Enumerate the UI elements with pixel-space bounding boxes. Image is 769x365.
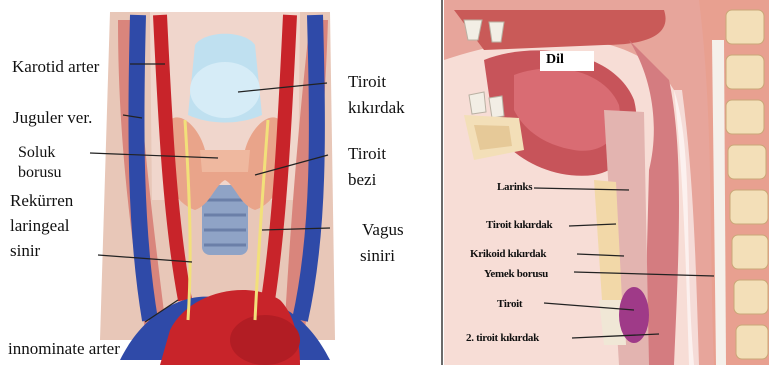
label-esophagus: Yemek borusu xyxy=(484,268,548,280)
label-second-thyroid-cartilage: 2. tiroit kıkırdak xyxy=(466,332,539,344)
label-thyroid-cartilage-right: Tiroit kıkırdak xyxy=(486,219,552,231)
label-larynx: Larinks xyxy=(497,181,532,193)
label-jugular-vein: Juguler ver. xyxy=(13,108,92,127)
label-thyroid-right: Tiroit xyxy=(497,298,522,310)
label-thyroid-gland-line1: Tiroit xyxy=(348,144,386,163)
label-tongue: Dil xyxy=(546,52,564,67)
label-thyroid-cartilage-line2: kıkırdak xyxy=(348,98,405,117)
label-cricoid-cartilage: Krikoid kıkırdak xyxy=(470,248,546,260)
neck-anatomy-panel: Karotid arter Juguler ver. Soluk borusu … xyxy=(0,0,440,365)
label-thyroid-gland-line2: bezi xyxy=(348,170,376,189)
label-carotid-artery: Karotid arter xyxy=(12,57,99,76)
label-recurrent-line1: Rekürren xyxy=(10,191,73,210)
label-vagus-line1: Vagus xyxy=(362,220,404,239)
label-tongue-box: Dil xyxy=(540,51,594,71)
label-recurrent-line3: sinir xyxy=(10,241,40,260)
sagittal-section-illustration xyxy=(444,0,769,365)
sagittal-section-panel: Dil Larinks Tiroit kıkırdak Krikoid kıkı… xyxy=(444,0,769,365)
label-recurrent-line2: laringeal xyxy=(10,216,69,235)
panel-divider xyxy=(441,0,443,365)
label-innominate-artery: innominate arter xyxy=(8,339,120,358)
label-thyroid-cartilage-line1: Tiroit xyxy=(348,72,386,91)
label-trachea-line1: Soluk xyxy=(18,143,55,162)
label-vagus-line2: siniri xyxy=(360,246,395,265)
label-trachea-line2: borusu xyxy=(18,163,62,182)
